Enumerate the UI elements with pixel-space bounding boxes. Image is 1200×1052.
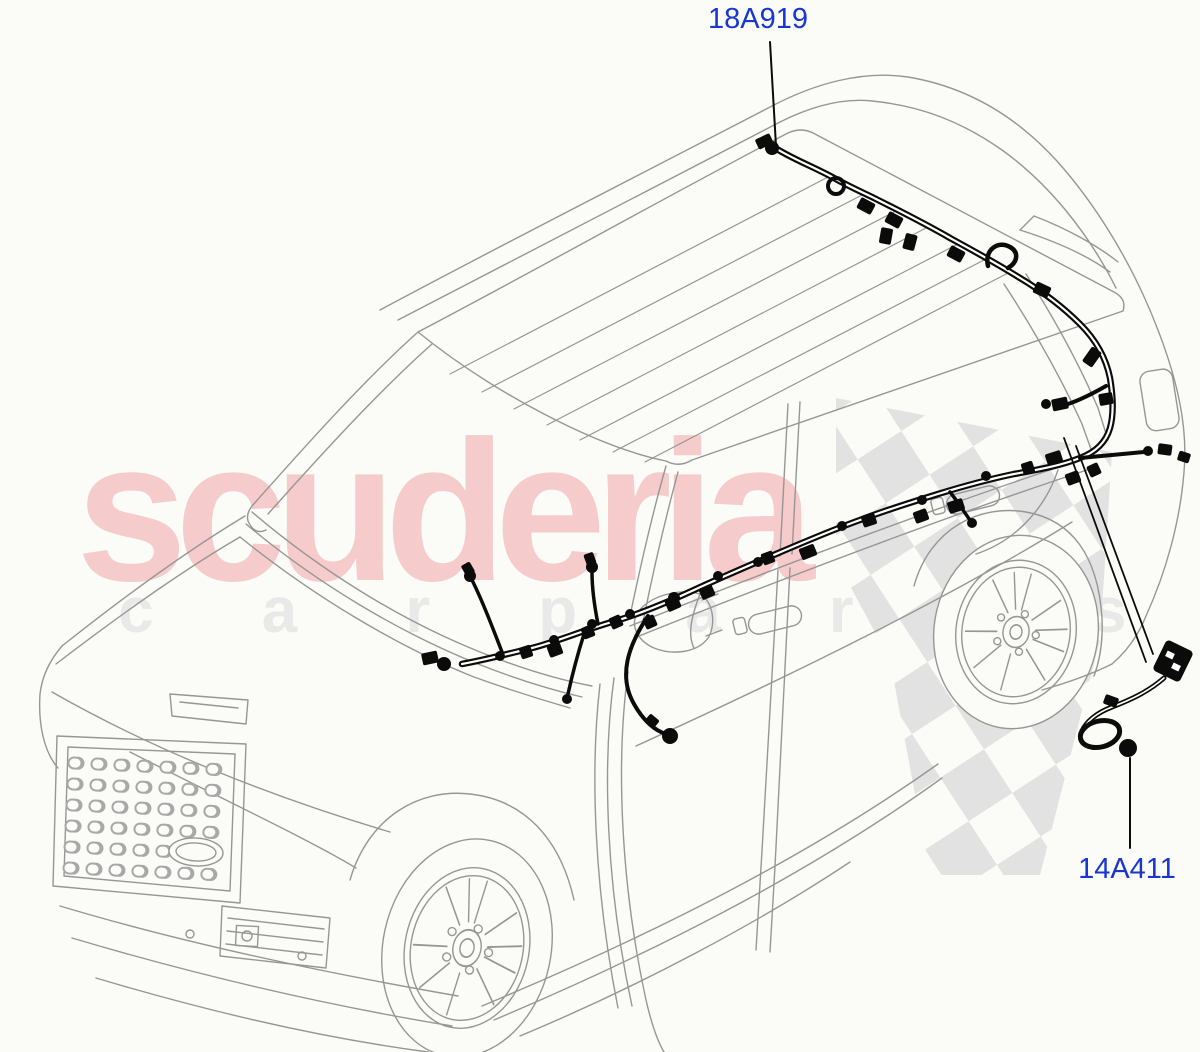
headlight	[169, 693, 249, 725]
vehicle-body-outline	[38, 74, 1186, 1052]
front-wheel	[381, 838, 553, 1052]
rear-wheel	[932, 534, 1100, 730]
watermark-brand: scuderia	[76, 400, 815, 623]
door-handle-rear	[930, 485, 1001, 516]
rear-lamp	[1139, 368, 1180, 432]
tow-cover	[234, 924, 260, 948]
leader-line-18A919	[769, 41, 777, 147]
wiring-harness-drawing	[421, 41, 1191, 744]
front-grille	[52, 735, 247, 904]
part-label-18A919[interactable]: 18A919	[708, 3, 808, 35]
door-handle-front	[732, 605, 803, 636]
parking-sensor	[297, 951, 307, 961]
parking-sensor	[185, 929, 195, 939]
roof-ribs	[449, 175, 1009, 463]
leader-line-14A411-b	[1075, 445, 1154, 655]
harness-connectors	[421, 133, 1191, 744]
jumper-wire-drawing	[1063, 437, 1193, 849]
part-label-14A411[interactable]: 14A411	[1078, 853, 1176, 885]
leader-line-14A411-a	[1063, 437, 1147, 663]
